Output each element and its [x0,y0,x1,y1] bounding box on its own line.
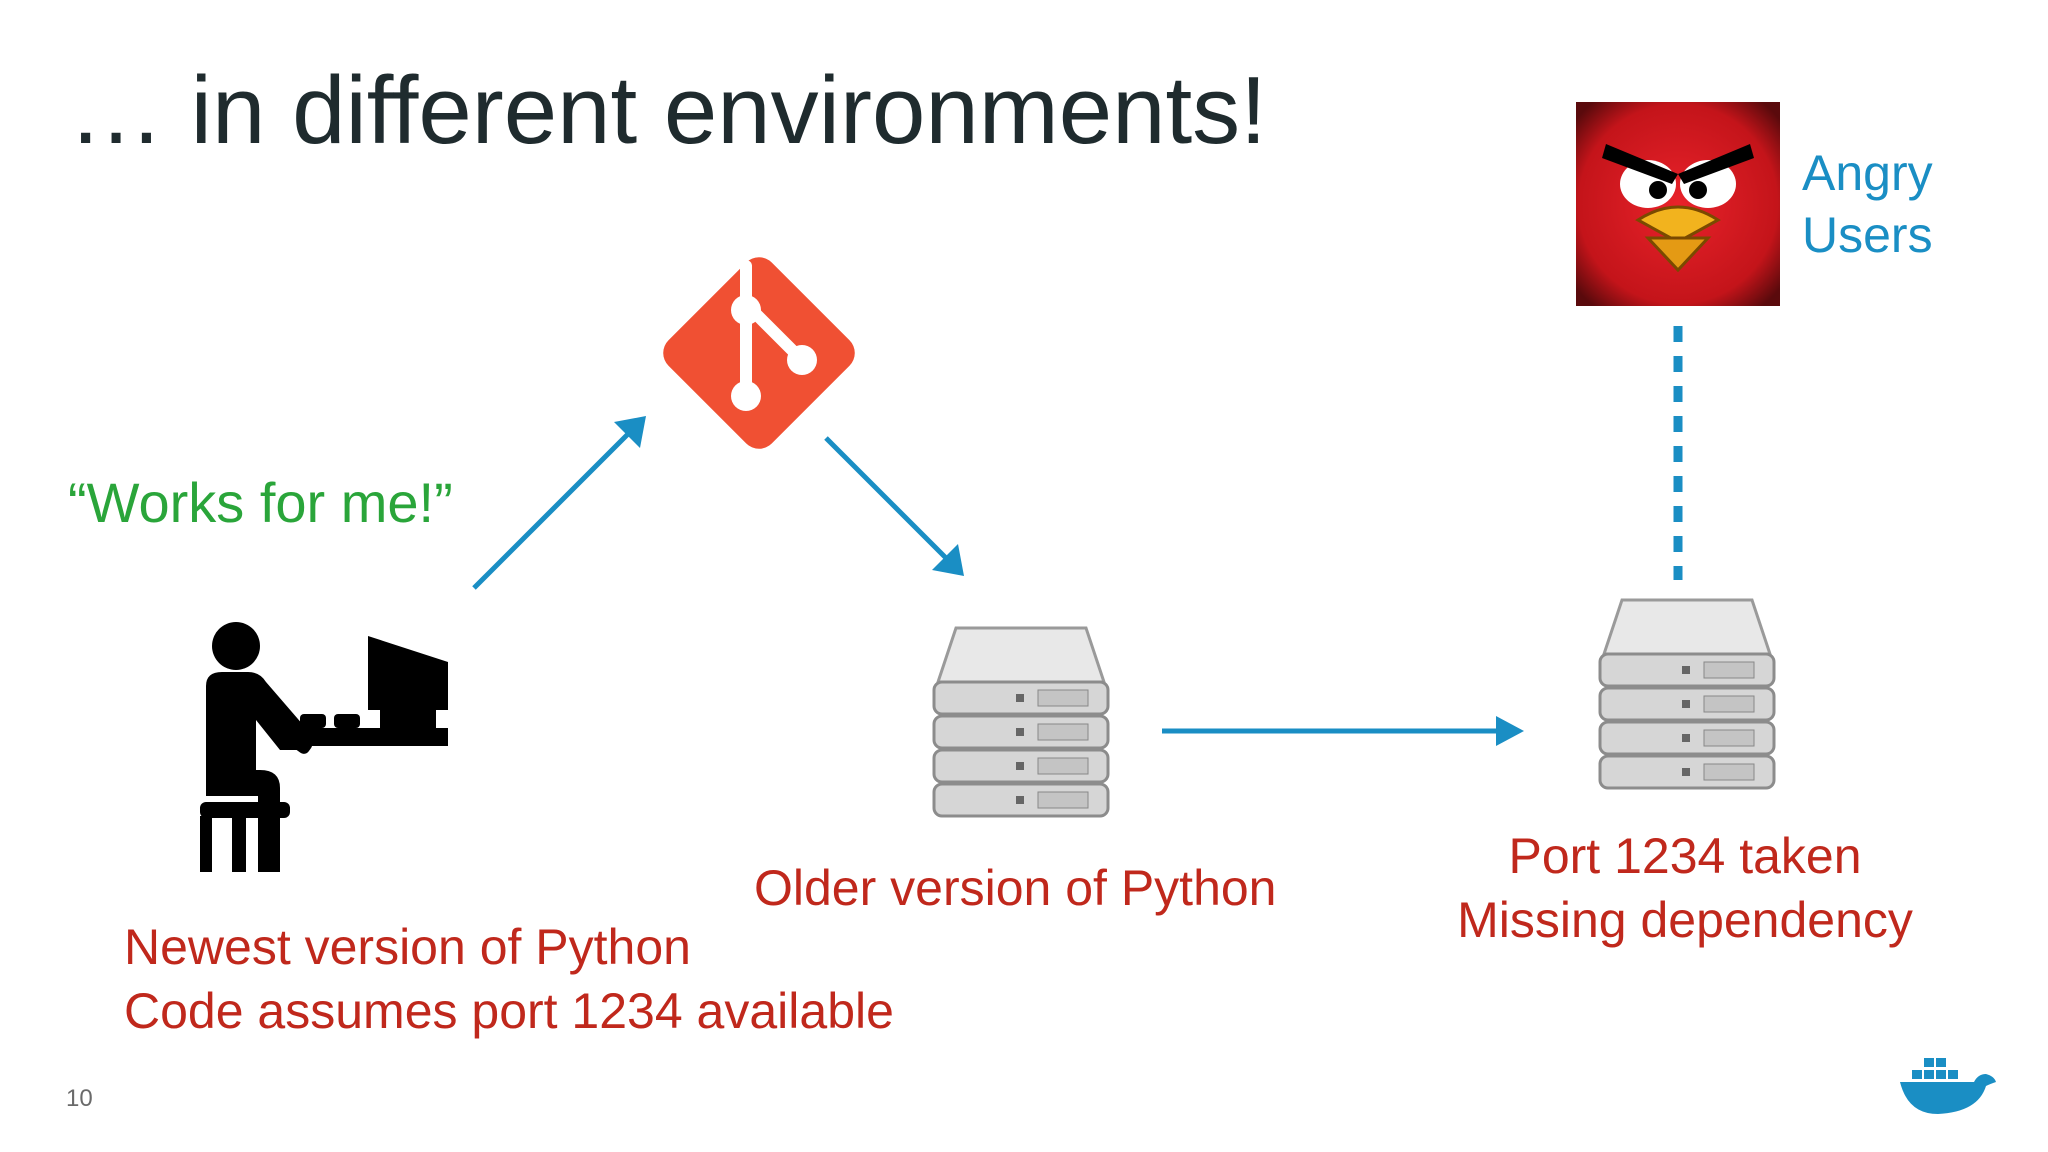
server-rack-icon [1598,598,1776,790]
angry-users-label-line: Angry [1802,145,1933,201]
developer-notes: Newest version of Python Code assumes po… [124,915,894,1043]
developer-note: Code assumes port 1234 available [124,983,894,1039]
middle-server-note: Older version of Python [754,860,1277,916]
arrow-dev-to-git [472,416,646,590]
right-server-note: Missing dependency [1457,892,1913,948]
person-at-computer-icon [200,622,448,872]
developer-note: Newest version of Python [124,919,691,975]
right-server-note: Port 1234 taken [1508,828,1862,884]
arrow-server-to-server [1162,716,1524,746]
git-logo-icon [663,257,855,449]
angry-bird-icon [1576,102,1780,306]
angry-users-label: Angry Users [1802,142,1933,266]
slide-title: … in different environments! [68,57,1267,164]
server-rack-icon [932,626,1110,818]
page-number: 10 [66,1085,93,1112]
right-server-notes: Port 1234 taken Missing dependency [1452,824,1918,952]
angry-users-label-line: Users [1802,207,1933,263]
works-for-me-quote: “Works for me!” [68,471,453,534]
arrow-git-to-server [824,436,964,576]
docker-whale-icon [1900,1058,1996,1114]
